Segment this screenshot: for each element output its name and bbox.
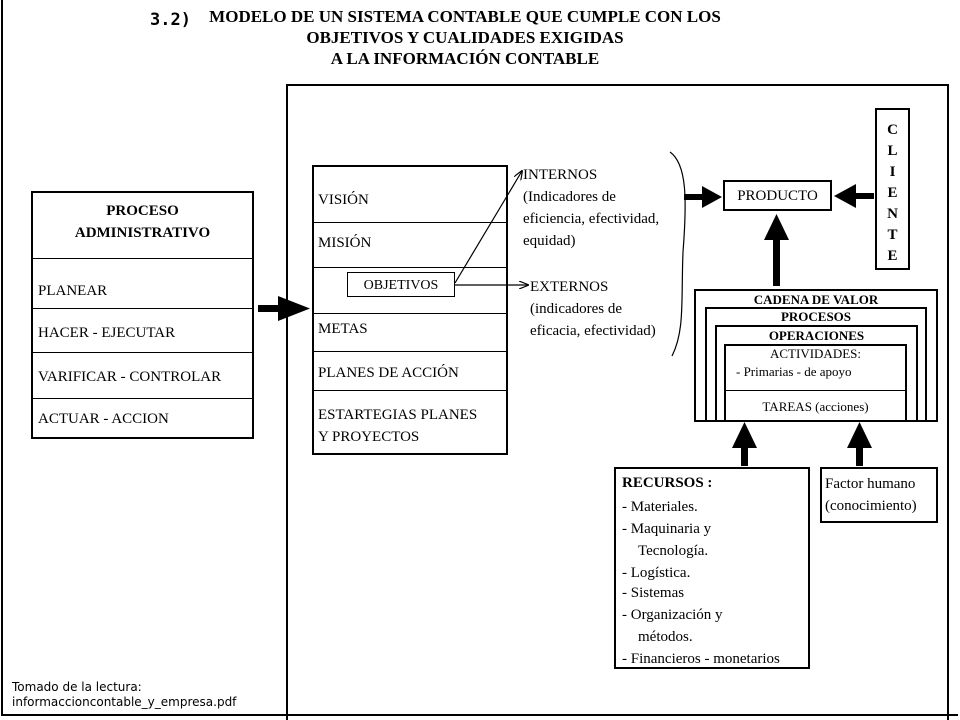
title-line-1: MODELO DE UN SISTEMA CONTABLE QUE CUMPLE… [209,7,721,26]
planning-item-estrategias-2: Y PROYECTOS [318,429,420,445]
recursos-item: - Maquinaria y [622,521,712,537]
tareas-divider [724,390,907,391]
section-number: 3.2) [150,10,191,30]
externos-title: EXTERNOS [530,279,609,295]
planning-item-metas: METAS [318,321,368,337]
cliente-box [875,108,910,270]
arrow-cliente-to-producto [834,184,874,208]
factor-humano-line-1: Factor humano [825,476,916,492]
system-container [286,84,949,720]
actividades-label: ACTIVIDADES: [770,346,861,361]
proceso-title-1: PROCESO [106,203,179,219]
recursos-item: - Organización y [622,607,723,623]
credit-line-1: Tomado de la lectura: [12,680,142,694]
planning-item-mision: MISIÓN [318,235,372,251]
cadena-valor-label: CADENA DE VALOR [753,292,879,307]
proceso-divider [31,258,254,259]
planning-divider [312,313,508,314]
planning-divider [312,351,508,352]
internos-line-4: equidad) [523,233,576,249]
recursos-item: Tecnología. [638,543,709,559]
title-line-3: A LA INFORMACIÓN CONTABLE [330,49,600,68]
recursos-item: - Logística. [622,565,691,581]
proceso-divider [31,352,254,353]
producto-label: PRODUCTO [737,188,818,204]
recursos-item: métodos. [638,629,693,645]
recursos-item: - Financieros - monetarios [622,651,780,667]
cliente-letters: C L I E N T E [875,120,910,267]
factor-humano-box [820,467,938,523]
source-credit: Tomado de la lectura: informaccioncontab… [12,680,236,710]
planning-divider [312,222,508,223]
proceso-administrativo-box [31,191,254,439]
proceso-item-hacer: HACER - EJECUTAR [38,325,176,341]
arrow-cadena-to-producto [764,214,789,286]
cliente-letter: T [887,227,898,243]
recursos-title: RECURSOS : [622,475,713,491]
proceso-item-verificar: VARIFICAR - CONTROLAR [38,369,222,385]
credit-line-2: informaccioncontable_y_empresa.pdf [12,695,237,709]
cliente-letter: C [887,122,898,138]
actividades-detail: - Primarias - de apoyo [736,364,852,379]
planning-box [312,165,508,455]
factor-humano-line-2: (conocimiento) [825,498,917,514]
operaciones-label: OPERACIONES [768,328,865,343]
cliente-letter: E [887,248,898,264]
title-line-2: OBJETIVOS Y CUALIDADES EXIGIDAS [306,28,624,47]
recursos-item: - Materiales. [622,499,698,515]
planning-divider [312,390,508,391]
arrow-factor-to-cadena [847,422,872,466]
internos-title: INTERNOS [523,167,598,183]
indicators-brace [669,151,686,357]
proceso-divider [31,398,254,399]
producto-box [723,180,832,211]
proceso-item-actuar: ACTUAR - ACCION [38,411,169,427]
recursos-item: - Sistemas [622,585,685,601]
proceso-item-planear: PLANEAR [38,283,108,299]
planning-divider [312,267,508,268]
planning-item-objetivos: OBJETIVOS [363,278,439,293]
diagram-title: MODELO DE UN SISTEMA CONTABLE QUE CUMPLE… [185,6,745,69]
arrow-indicators-to-producto [684,186,722,208]
externos-line-2: (indicadores de [530,301,623,317]
externos-line-3: eficacia, efectividad) [530,323,656,339]
cliente-letter: E [887,185,898,201]
cliente-letter: N [887,206,898,222]
internos-line-2: (Indicadores de [523,189,616,205]
arrow-proceso-to-planning [258,296,310,321]
procesos-label: PROCESOS [780,309,852,324]
proceso-title-2: ADMINISTRATIVO [74,225,211,241]
arrow-recursos-to-cadena [732,422,757,466]
objetivos-box [347,272,455,297]
planning-item-planes: PLANES DE ACCIÓN [318,365,459,381]
proceso-divider [31,308,254,309]
arrow-objetivos-internos [454,171,522,284]
planning-item-vision: VISIÓN [318,192,369,208]
planning-item-estrategias-1: ESTARTEGIAS PLANES [318,407,478,423]
cliente-letter: L [887,143,898,159]
cliente-letter: I [889,164,896,180]
recursos-box [614,467,810,669]
actividades-box [724,344,907,422]
internos-line-3: eficiencia, efectividad, [523,211,660,227]
tareas-label: TAREAS (acciones) [762,399,869,414]
